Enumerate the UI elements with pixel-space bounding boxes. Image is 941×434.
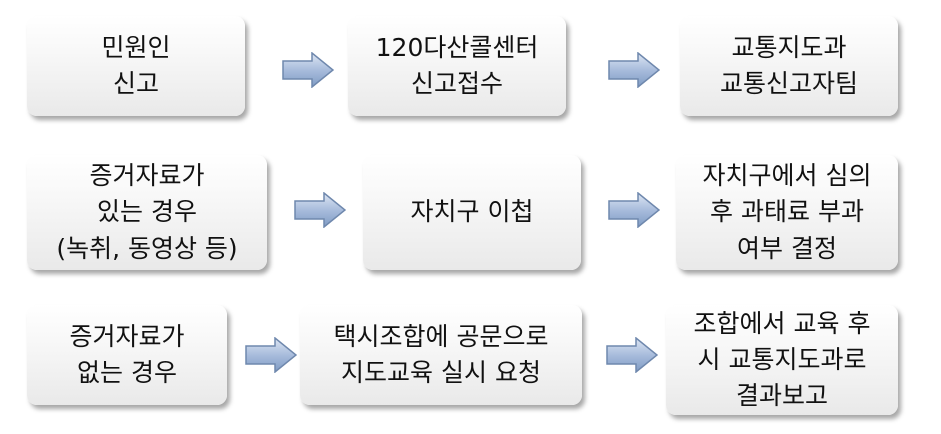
box-line: 신고접수 [410, 69, 503, 98]
box-line: 지도교육 실시 요청 [341, 358, 541, 387]
box-line: 신고 [112, 69, 159, 98]
step-transfer-to-district: 자치구 이첩 [363, 155, 581, 270]
step-district-fine-decision: 자치구에서 심의 후 과태료 부과 여부 결정 [676, 155, 898, 270]
box-line: 민원인 [101, 32, 171, 62]
arrow-right-icon [608, 52, 660, 88]
box-line: 조합에서 교육 후 [693, 308, 871, 338]
step-120-call-center: 120다산콜센터 신고접수 [348, 16, 566, 116]
box-line: 교통지도과 [731, 32, 847, 62]
box-line: 시 교통지도과로 [697, 344, 867, 374]
step-taxi-union-request: 택시조합에 공문으로 지도교육 실시 요청 [300, 305, 582, 405]
box-line: 교통신고자팀 [719, 69, 858, 98]
box-line: 증거자료가 [69, 321, 185, 351]
box-line: (녹취, 동영상 등) [56, 233, 238, 263]
step-traffic-guidance-dept: 교통지도과 교통신고자팀 [680, 16, 898, 116]
box-line: 여부 결정 [737, 233, 837, 263]
step-union-result-report: 조합에서 교육 후 시 교통지도과로 결과보고 [666, 305, 898, 415]
box-line: 120다산콜센터 [375, 32, 539, 62]
arrow-right-icon [245, 337, 297, 373]
arrow-right-icon [608, 192, 660, 228]
step-citizen-report: 민원인 신고 [27, 16, 245, 116]
step-no-evidence: 증거자료가 없는 경우 [27, 305, 227, 405]
arrow-right-icon [294, 192, 346, 228]
box-line: 후 과태료 부과 [710, 197, 864, 227]
box-line: 결과보고 [735, 381, 828, 411]
box-line: 있는 경우 [97, 197, 197, 227]
box-line: 증거자료가 [89, 161, 205, 191]
step-evidence-exists: 증거자료가 있는 경우 (녹취, 동영상 등) [27, 155, 267, 270]
box-line: 없는 경우 [77, 358, 177, 387]
arrow-right-icon [282, 52, 334, 88]
box-line: 자치구에서 심의 [702, 161, 872, 191]
box-line: 택시조합에 공문으로 [333, 321, 549, 351]
arrow-right-icon [606, 337, 658, 373]
box-line: 자치구 이첩 [410, 197, 534, 227]
